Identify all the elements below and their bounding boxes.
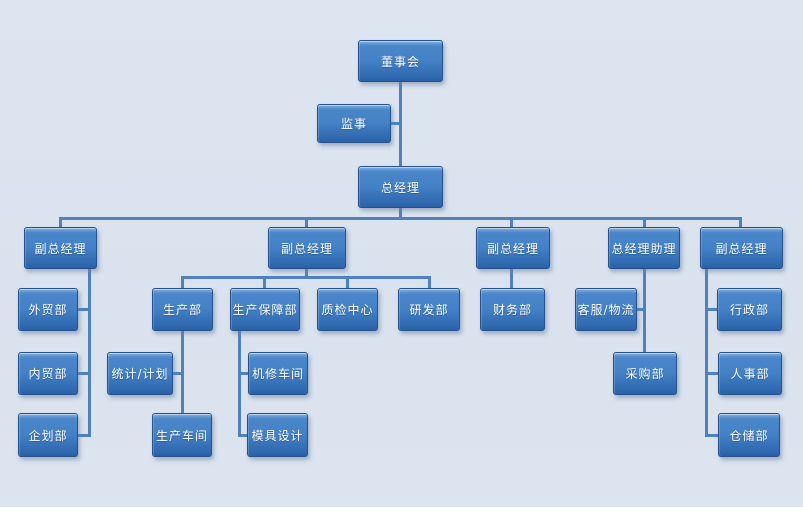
org-node-vp4: 副总经理 [700, 227, 783, 269]
connector-supervisor [391, 122, 400, 125]
connector-admin [708, 308, 717, 311]
org-node-vp2: 副总经理 [268, 227, 346, 269]
connector-drop-assistant [643, 217, 646, 227]
org-node-admin-label: 行政部 [729, 303, 769, 317]
connector-drop-vp3 [510, 217, 513, 227]
org-node-finance: 财务部 [480, 288, 545, 331]
org-node-hr-label: 人事部 [730, 367, 770, 381]
connector-warehouse [708, 434, 718, 437]
org-node-customer-logistics: 客服/物流 [575, 288, 637, 331]
connector-hr [708, 372, 718, 375]
org-node-machine-repair-label: 机修车间 [251, 367, 304, 381]
org-node-foreign-trade-label: 外贸部 [28, 303, 68, 317]
org-node-mold-design: 模具设计 [247, 413, 308, 457]
connector-finance [510, 269, 513, 288]
org-node-foreign-trade: 外贸部 [18, 288, 78, 331]
connector-planning [78, 434, 88, 437]
connector-production-support-hang [238, 331, 241, 437]
connector-assistant-hang [643, 269, 646, 352]
connector-main-bus [59, 217, 742, 220]
org-node-qc-center: 质检中心 [317, 288, 378, 331]
org-node-stats-planning-label: 统计/计划 [111, 367, 169, 381]
connector-gm-bus [399, 208, 402, 220]
connector-drop-vp4 [739, 217, 742, 227]
org-node-admin: 行政部 [717, 288, 782, 331]
org-node-production-support-label: 生产保障部 [232, 303, 298, 317]
connector-drop-production [181, 276, 184, 288]
connector-vp2-down [305, 269, 308, 279]
connector-vp2-bus [181, 276, 431, 279]
org-node-warehouse: 仓储部 [718, 413, 780, 457]
org-node-production-support: 生产保障部 [230, 288, 300, 331]
connector-vp1-hang [88, 269, 91, 437]
org-node-production: 生产部 [152, 288, 213, 331]
connector-board-gm [399, 82, 402, 166]
connector-foreign-trade [78, 308, 88, 311]
org-node-planning-label: 企划部 [28, 428, 68, 443]
connector-vp4-hang [705, 269, 708, 437]
org-node-mold-design-label: 模具设计 [251, 428, 304, 443]
org-node-warehouse-label: 仓储部 [729, 428, 769, 443]
org-node-assistant: 总经理助理 [608, 227, 680, 269]
org-node-purchasing: 采购部 [613, 352, 677, 395]
org-node-production-workshop-label: 生产车间 [155, 428, 208, 443]
org-node-board: 董事会 [358, 40, 443, 82]
org-node-assistant-label: 总经理助理 [611, 241, 677, 256]
org-node-vp1: 副总经理 [24, 227, 97, 269]
connector-drop-vp1 [59, 217, 62, 227]
org-node-rnd-label: 研发部 [409, 303, 449, 317]
org-node-gm-label: 总经理 [380, 180, 420, 195]
org-node-hr: 人事部 [718, 352, 782, 395]
connector-domestic-trade [78, 372, 88, 375]
org-node-planning: 企划部 [18, 413, 78, 457]
org-node-rnd: 研发部 [398, 288, 460, 331]
org-node-board-label: 董事会 [380, 54, 420, 69]
org-node-customer-logistics-label: 客服/物流 [577, 303, 635, 317]
org-node-domestic-trade-label: 内贸部 [28, 367, 68, 381]
org-node-production-label: 生产部 [162, 303, 202, 317]
connector-drop-production-support [263, 276, 266, 288]
org-node-domestic-trade: 内贸部 [18, 352, 78, 395]
connector-stats-planning [173, 372, 181, 375]
org-node-supervisor: 监事 [317, 104, 391, 143]
org-node-vp3: 副总经理 [476, 227, 550, 269]
connector-drop-rnd [428, 276, 431, 288]
org-node-supervisor-label: 监事 [340, 117, 367, 131]
connector-customer-logistics [637, 308, 643, 311]
org-node-vp2-label: 副总经理 [280, 241, 333, 256]
org-node-stats-planning: 统计/计划 [107, 352, 173, 395]
org-node-qc-center-label: 质检中心 [321, 303, 374, 317]
org-node-machine-repair: 机修车间 [248, 352, 308, 395]
connector-drop-vp2 [305, 217, 308, 227]
connector-mold-design [241, 434, 247, 437]
org-node-vp1-label: 副总经理 [34, 241, 87, 256]
connector-drop-qc [346, 276, 349, 288]
org-node-gm: 总经理 [358, 166, 443, 208]
org-node-finance-label: 财务部 [492, 303, 532, 317]
connector-production-hang [181, 331, 184, 413]
org-node-vp3-label: 副总经理 [486, 241, 539, 256]
connector-machine-repair [241, 372, 248, 375]
org-node-purchasing-label: 采购部 [625, 367, 665, 381]
org-node-vp4-label: 副总经理 [715, 241, 768, 256]
org-node-production-workshop: 生产车间 [152, 413, 212, 457]
